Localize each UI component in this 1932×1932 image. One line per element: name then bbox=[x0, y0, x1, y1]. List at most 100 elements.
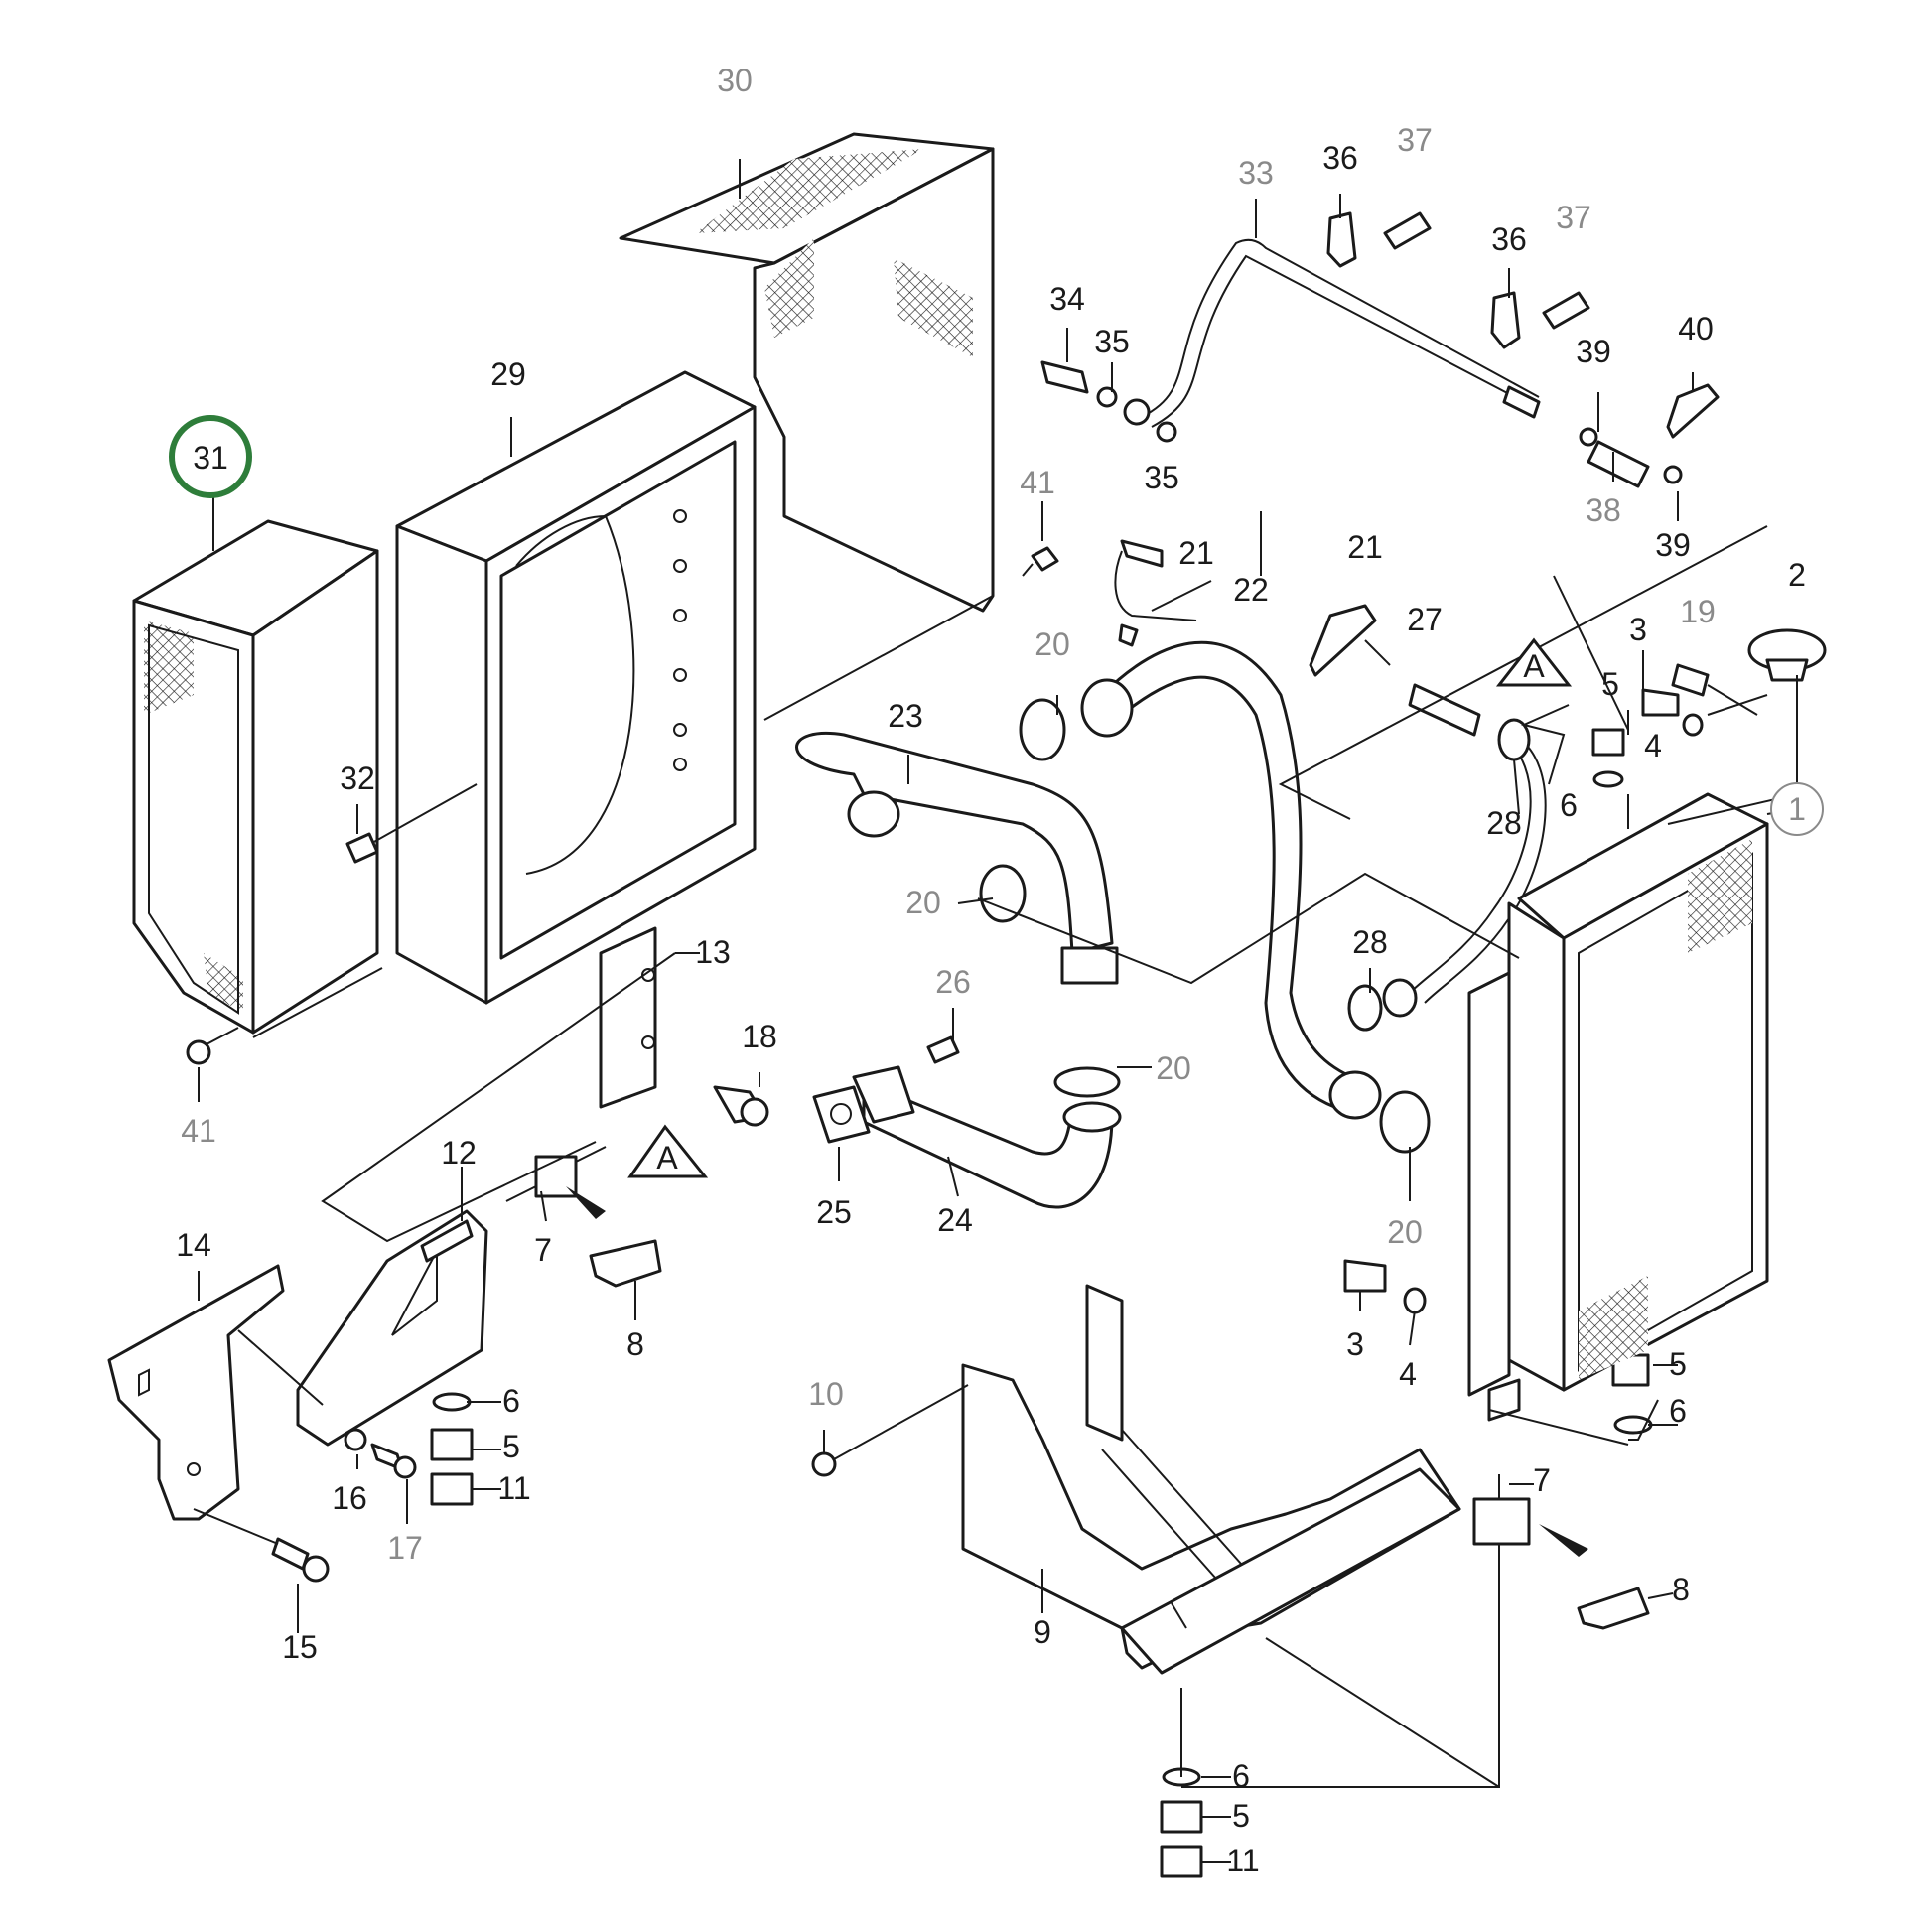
rubber-mount-7-left[interactable] bbox=[505, 1146, 607, 1202]
callout-label-12: 12 bbox=[441, 1135, 477, 1171]
drain-plug-3-lower[interactable] bbox=[1343, 1259, 1427, 1314]
bolt-18[interactable] bbox=[713, 1085, 769, 1127]
callout-label-16: 16 bbox=[332, 1480, 367, 1516]
cable-clip-21-right[interactable] bbox=[1309, 604, 1377, 677]
gasket-25[interactable] bbox=[812, 1085, 871, 1144]
callout-label-7: 7 bbox=[1533, 1462, 1551, 1498]
lower-hose-23[interactable] bbox=[795, 732, 1119, 985]
callout-label-9: 9 bbox=[1034, 1614, 1051, 1650]
bolt-26[interactable] bbox=[926, 1035, 960, 1064]
nut-washer-top[interactable] bbox=[1591, 728, 1625, 788]
callout-1-circle bbox=[1770, 782, 1824, 836]
callout-label-20: 20 bbox=[905, 885, 941, 920]
overflow-hose-27[interactable] bbox=[1382, 683, 1547, 1018]
clip-36-lower[interactable] bbox=[1490, 291, 1590, 349]
callout-label-36: 36 bbox=[1322, 140, 1358, 176]
rubber-mount-7-right[interactable] bbox=[1472, 1474, 1531, 1569]
nut-washer-right[interactable] bbox=[1611, 1353, 1653, 1435]
callout-label-36: 36 bbox=[1491, 221, 1527, 257]
callout-label-39: 39 bbox=[1655, 527, 1691, 563]
callout-label-22: 22 bbox=[1233, 572, 1269, 608]
callout-label-5: 5 bbox=[502, 1429, 520, 1464]
callout-label-37: 37 bbox=[1556, 200, 1591, 235]
callout-label-20: 20 bbox=[1156, 1050, 1191, 1086]
fan-guard-mesh[interactable] bbox=[132, 519, 379, 1035]
sensor-3-upper[interactable] bbox=[1641, 688, 1704, 737]
radiator-support-frame-9[interactable] bbox=[961, 1284, 1461, 1675]
callout-label-14: 14 bbox=[176, 1227, 211, 1263]
outlet-pipe-24[interactable] bbox=[852, 1065, 1122, 1209]
bracket-13[interactable] bbox=[599, 926, 657, 1109]
bolt-41-upper[interactable] bbox=[1022, 546, 1059, 577]
coolant-pipe[interactable] bbox=[1141, 238, 1541, 428]
hose-clamp-20-mid[interactable] bbox=[979, 864, 1027, 923]
fan-shroud[interactable] bbox=[395, 370, 757, 1005]
radiator-cap-2[interactable] bbox=[1747, 628, 1827, 682]
hose-clamp-20-lower[interactable] bbox=[1053, 1066, 1121, 1098]
bolt-17[interactable] bbox=[370, 1443, 417, 1479]
callout-label-37: 37 bbox=[1397, 122, 1433, 158]
radiator[interactable] bbox=[1467, 792, 1769, 1422]
callout-label-21: 21 bbox=[1178, 535, 1214, 571]
clamp-28-lower[interactable] bbox=[1347, 984, 1383, 1032]
clip-8-right[interactable] bbox=[1577, 1587, 1650, 1630]
upper-cowl[interactable] bbox=[619, 132, 995, 613]
marker-a-top-label: A bbox=[1523, 648, 1545, 684]
callout-label-40: 40 bbox=[1678, 311, 1714, 346]
clip-40[interactable] bbox=[1666, 383, 1720, 439]
callout-label-32: 32 bbox=[340, 760, 375, 796]
callout-label-5: 5 bbox=[1669, 1346, 1687, 1382]
callout-label-20: 20 bbox=[1035, 626, 1070, 662]
cable-clip-21-left[interactable] bbox=[1114, 539, 1197, 647]
bracket-12[interactable] bbox=[296, 1209, 488, 1447]
callout-label-4: 4 bbox=[1644, 728, 1662, 763]
callout-label-35: 35 bbox=[1144, 460, 1179, 495]
callout-label-26: 26 bbox=[935, 964, 971, 1000]
hose-clamp-20-right[interactable] bbox=[1379, 1090, 1431, 1154]
small-hose-38[interactable] bbox=[1579, 427, 1683, 488]
callout-label-31: 31 bbox=[193, 440, 228, 476]
callout-label-5: 5 bbox=[1601, 666, 1619, 702]
callout-31-highlight-circle bbox=[169, 415, 252, 498]
washer-16[interactable] bbox=[344, 1428, 367, 1451]
clip-36-upper[interactable] bbox=[1326, 211, 1432, 268]
callout-label-33: 33 bbox=[1238, 155, 1274, 191]
bolt-32[interactable] bbox=[345, 783, 478, 864]
clip-8-left[interactable] bbox=[589, 1239, 662, 1288]
callout-label-18: 18 bbox=[742, 1019, 777, 1054]
callout-label-5: 5 bbox=[1232, 1798, 1250, 1834]
callout-label-23: 23 bbox=[888, 698, 923, 734]
marker-a-mid-label: A bbox=[656, 1140, 678, 1175]
callout-label-39: 39 bbox=[1576, 334, 1611, 369]
callout-label-20: 20 bbox=[1387, 1214, 1423, 1250]
callout-label-10: 10 bbox=[808, 1376, 844, 1412]
callout-label-4: 4 bbox=[1399, 1356, 1417, 1392]
callout-label-11: 11 bbox=[1226, 1843, 1259, 1878]
bolt-15[interactable] bbox=[271, 1537, 330, 1583]
bolt-41-lower[interactable] bbox=[186, 1027, 239, 1065]
callout-label-24: 24 bbox=[937, 1202, 973, 1238]
fitting-34[interactable] bbox=[1040, 360, 1177, 443]
callout-label-29: 29 bbox=[490, 356, 526, 392]
bracket-14[interactable] bbox=[107, 1264, 285, 1521]
callout-label-30: 30 bbox=[717, 63, 753, 98]
callout-label-25: 25 bbox=[816, 1194, 852, 1230]
callout-label-3: 3 bbox=[1629, 612, 1647, 647]
callout-label-13: 13 bbox=[695, 934, 731, 970]
callout-label-41: 41 bbox=[181, 1113, 216, 1149]
upper-hose-22[interactable] bbox=[1080, 640, 1382, 1120]
callout-label-11: 11 bbox=[497, 1470, 530, 1506]
temperature-sensor-19[interactable] bbox=[1671, 663, 1758, 716]
callout-label-7: 7 bbox=[534, 1232, 552, 1268]
hose-clamp-20-top[interactable] bbox=[1019, 698, 1066, 761]
callout-label-35: 35 bbox=[1094, 324, 1130, 359]
marker-a-top: A bbox=[1495, 637, 1573, 687]
callout-label-6: 6 bbox=[502, 1383, 520, 1419]
washer-nut-stack-bottom[interactable] bbox=[1160, 1767, 1203, 1878]
callout-label-6: 6 bbox=[1560, 787, 1578, 823]
marker-a-mid: A bbox=[627, 1124, 709, 1178]
washer-nut-stack-left[interactable] bbox=[430, 1392, 474, 1506]
callout-label-6: 6 bbox=[1669, 1393, 1687, 1429]
